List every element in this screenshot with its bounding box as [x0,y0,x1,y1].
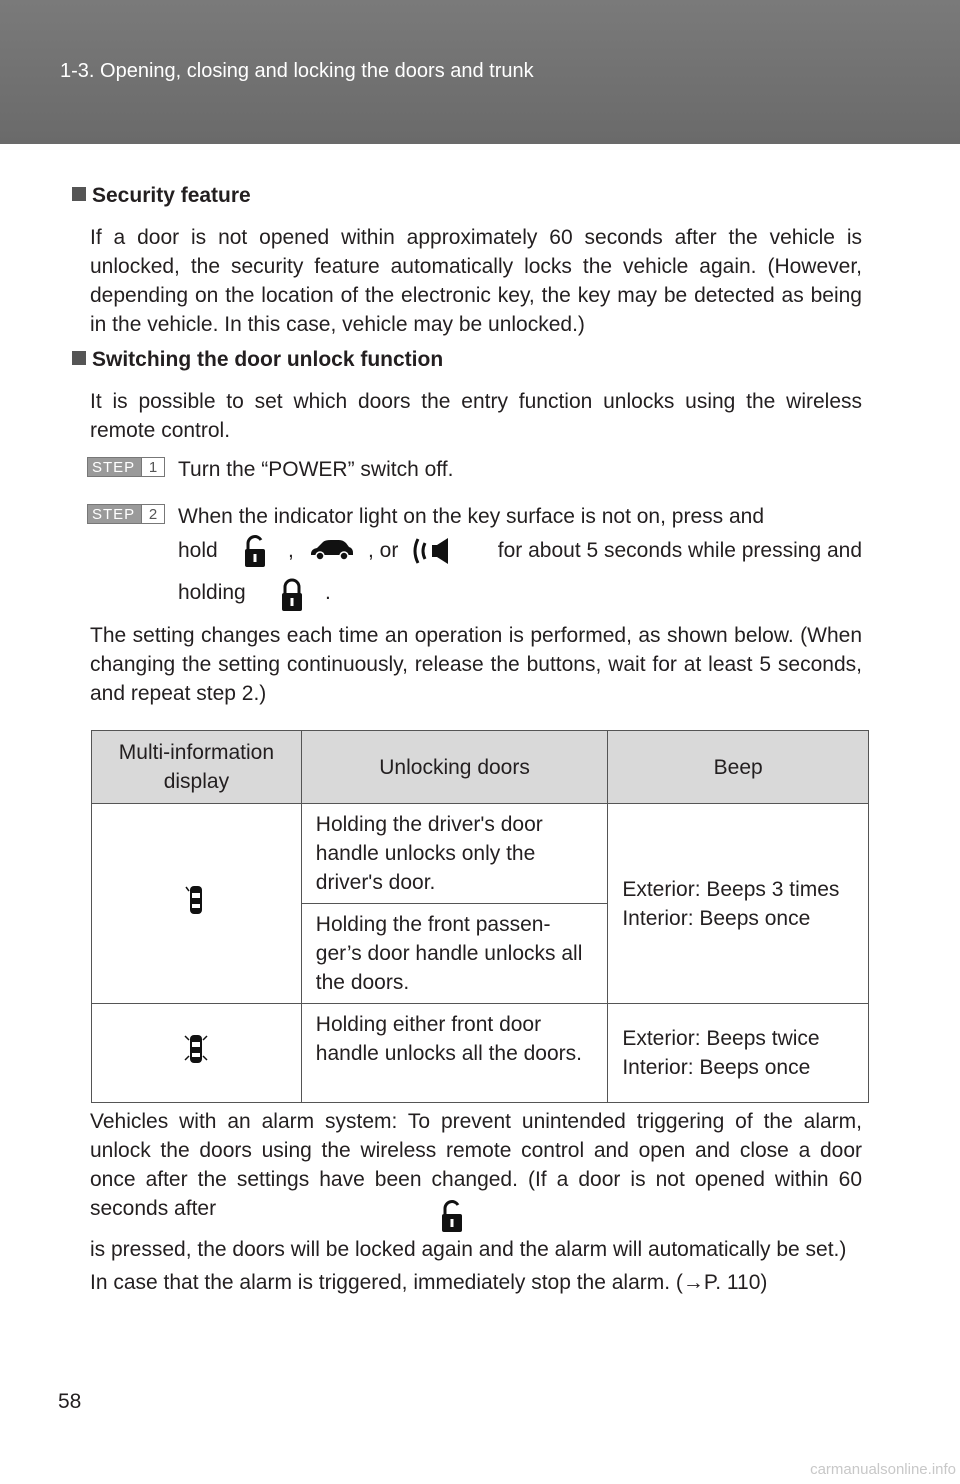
display-cell [91,1003,302,1103]
security-heading: Security feature [72,184,251,208]
step-1-badge: STEP 1 [87,457,165,477]
watermark: carmanualsonline.info [810,1461,956,1478]
step-2-badge: STEP 2 [87,504,165,524]
table-header-row: Multi-information display Unlocking door… [91,730,869,804]
beep-cell: Exterior: Beeps twice Interior: Beeps on… [607,1003,869,1103]
settings-table: Multi-information display Unlocking door… [91,730,869,1103]
page-number: 58 [58,1390,82,1413]
step-1-text: Turn the “POWER” switch off. [178,458,454,481]
header-unlocking: Unlocking doors [300,730,609,804]
unlock-desc-cell: Holding the driver's door handle unlocks… [300,803,609,904]
lock-icon [282,578,302,611]
switching-heading: Switching the door unlock function [72,348,443,372]
header-beep: Beep [607,730,869,804]
table-row: Holding the driver's door handle unlocks… [91,803,869,1004]
step-2-buttons-line: hold , , or for about 5 seconds while pr… [178,533,868,573]
setting-change-note: The setting changes each time an operati… [90,624,862,705]
table-row: Holding the front passen-ger’s door hand… [92,903,869,1004]
all-doors-display-icon [184,1035,208,1063]
door-display-icon [185,885,203,914]
square-bullet-icon [72,187,86,201]
alarm-note-b: is pressed, the doors will be locked aga… [90,1238,847,1261]
car-icon [311,540,353,561]
section-title: 1-3. Opening, closing and locking the do… [60,60,534,82]
alarm-note-c: In case that the alarm is triggered, imm… [90,1271,768,1294]
square-bullet-icon [72,351,86,365]
unlock-desc-cell: Holding either front door handle unlocks… [300,1003,609,1103]
beep-cell: Exterior: Beeps 3 times Interior: Beeps … [607,803,869,1004]
step-2-text: When the indicator light on the key surf… [178,505,765,528]
page-header: 1-3. Opening, closing and locking the do… [0,0,960,144]
step-2-holding-line: holding . [178,575,478,615]
display-cell [91,803,302,1004]
panic-icon [413,538,448,564]
security-body: If a door is not opened within approxima… [90,226,862,336]
alarm-note-a: Vehicles with an alarm system: To preven… [90,1110,862,1220]
switching-body: It is possible to set which doors the en… [90,390,862,442]
unlock-icon [245,535,265,567]
unlock-icon [442,1200,462,1232]
table-row: Holding either front door handle unlocks… [91,1003,869,1103]
unlock-desc-cell: Holding the front passen-ger’s door hand… [300,903,609,1004]
header-display: Multi-information display [91,730,302,804]
